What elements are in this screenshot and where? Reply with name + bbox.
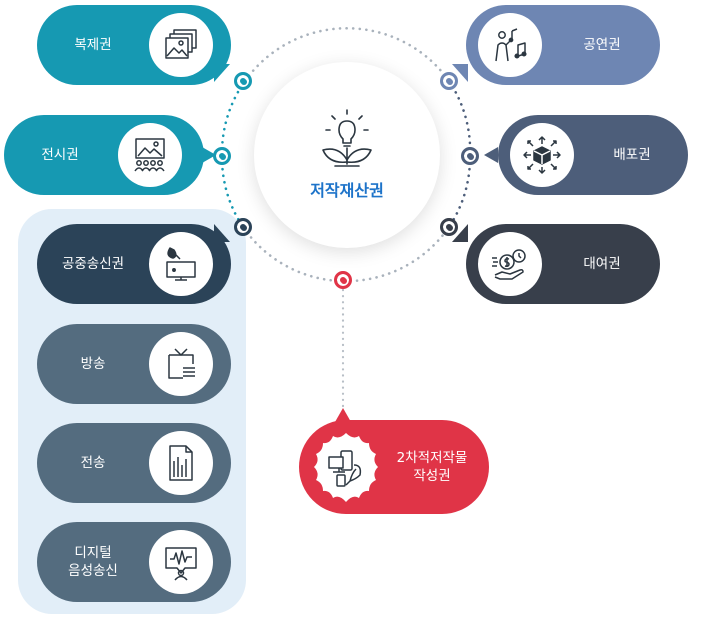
- document-signal-icon: [169, 445, 193, 481]
- broadcasting-pill: 방송: [37, 324, 231, 404]
- derivative-work-right-pill: 2차적저작물 작성권: [299, 420, 489, 514]
- exhibition-pill-tail: [202, 147, 216, 163]
- derivative-connector-dot: [334, 271, 352, 289]
- broadcasting-icon-circle: [149, 332, 213, 396]
- rental-right-label: 대여권: [583, 256, 621, 272]
- digital-audio-transmission-label: 디지털 음성송신: [68, 545, 118, 579]
- public-transmission-right-pill: 공중송신권: [37, 224, 231, 304]
- broadcasting-label: 방송: [80, 356, 106, 372]
- gallery-audience-icon: [134, 138, 165, 172]
- distribution-right-pill: 배포권: [498, 115, 688, 195]
- public-transmission-pill-tail: [214, 224, 230, 242]
- reproduction-right-label: 복제권: [74, 37, 112, 53]
- flower-badge-icon: [314, 433, 378, 502]
- box-arrows-icon: [523, 136, 561, 174]
- exhibition-right-pill: 전시권: [4, 115, 204, 195]
- derivative-pill-tail: [335, 408, 351, 422]
- performance-icon-circle: [478, 13, 542, 77]
- money-hand-clock-icon: [492, 249, 526, 280]
- public-transmission-icon-circle: [149, 232, 213, 296]
- center-title: 저작재산권: [310, 181, 384, 200]
- rental-right-pill: 대여권: [466, 224, 660, 304]
- rental-icon-circle: [478, 232, 542, 296]
- copyright-property-center: 저작재산권: [254, 62, 440, 248]
- distribution-connector-dot: [461, 147, 479, 165]
- distribution-right-label: 배포권: [613, 147, 651, 163]
- exhibition-connector-dot: [213, 147, 231, 165]
- digital-audio-transmission-pill: 디지털 음성송신: [37, 522, 231, 602]
- transmission-pill: 전송: [37, 423, 231, 503]
- satellite-monitor-icon: [166, 247, 196, 281]
- reproduction-right-pill: 복제권: [37, 5, 231, 85]
- derivative-work-right-label: 2차적저작물 작성권: [396, 450, 468, 484]
- tv-broadcast-icon: [168, 348, 195, 379]
- distribution-icon-circle: [510, 123, 574, 187]
- exhibition-right-label: 전시권: [41, 147, 79, 163]
- distribution-pill-tail: [484, 147, 498, 163]
- reproduction-icon-circle: [149, 13, 213, 77]
- digital-audio-icon-circle: [149, 530, 213, 594]
- audio-wave-speaker-icon: [165, 547, 197, 581]
- public-transmission-connector-dot: [234, 218, 252, 236]
- framed-pictures-icon: [165, 29, 197, 59]
- performance-connector-dot: [440, 72, 458, 90]
- transmission-icon-circle: [149, 431, 213, 495]
- public-transmission-right-label: 공중송신권: [61, 256, 125, 272]
- reproduction-connector-dot: [234, 72, 252, 90]
- performance-right-pill: 공연권: [466, 5, 660, 85]
- lightbulb-sprout-icon: [322, 109, 372, 167]
- exhibition-icon-circle: [118, 123, 182, 187]
- reproduction-pill-tail: [214, 64, 230, 82]
- rental-connector-dot: [440, 218, 458, 236]
- performer-music-icon: [495, 28, 527, 62]
- performance-right-label: 공연권: [583, 37, 621, 53]
- transmission-label: 전송: [80, 455, 106, 471]
